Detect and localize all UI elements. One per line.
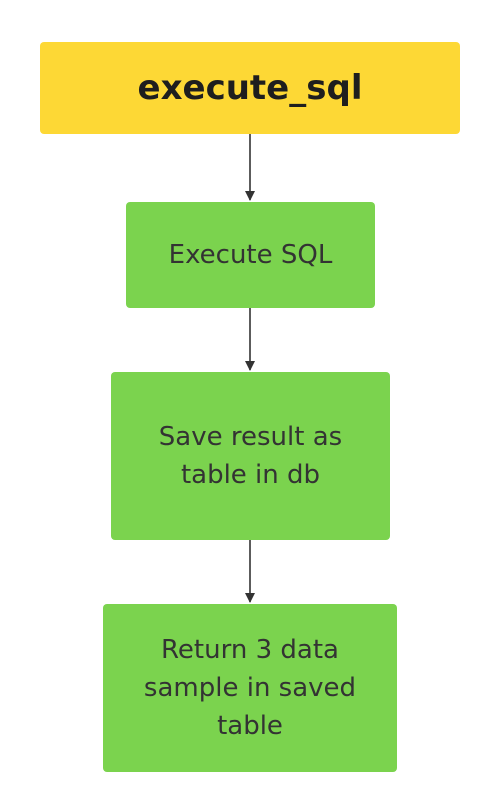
step-label: Return 3 data sample in saved table: [143, 635, 357, 741]
step-save-result: Save result as table in db: [111, 372, 390, 540]
function-title-box: execute_sql: [40, 42, 460, 134]
step-execute-sql: Execute SQL: [126, 202, 375, 308]
step-label: Save result as table in db: [158, 422, 343, 490]
step-return-sample: Return 3 data sample in saved table: [103, 604, 397, 772]
function-title: execute_sql: [137, 68, 363, 108]
step-label: Execute SQL: [168, 240, 333, 270]
